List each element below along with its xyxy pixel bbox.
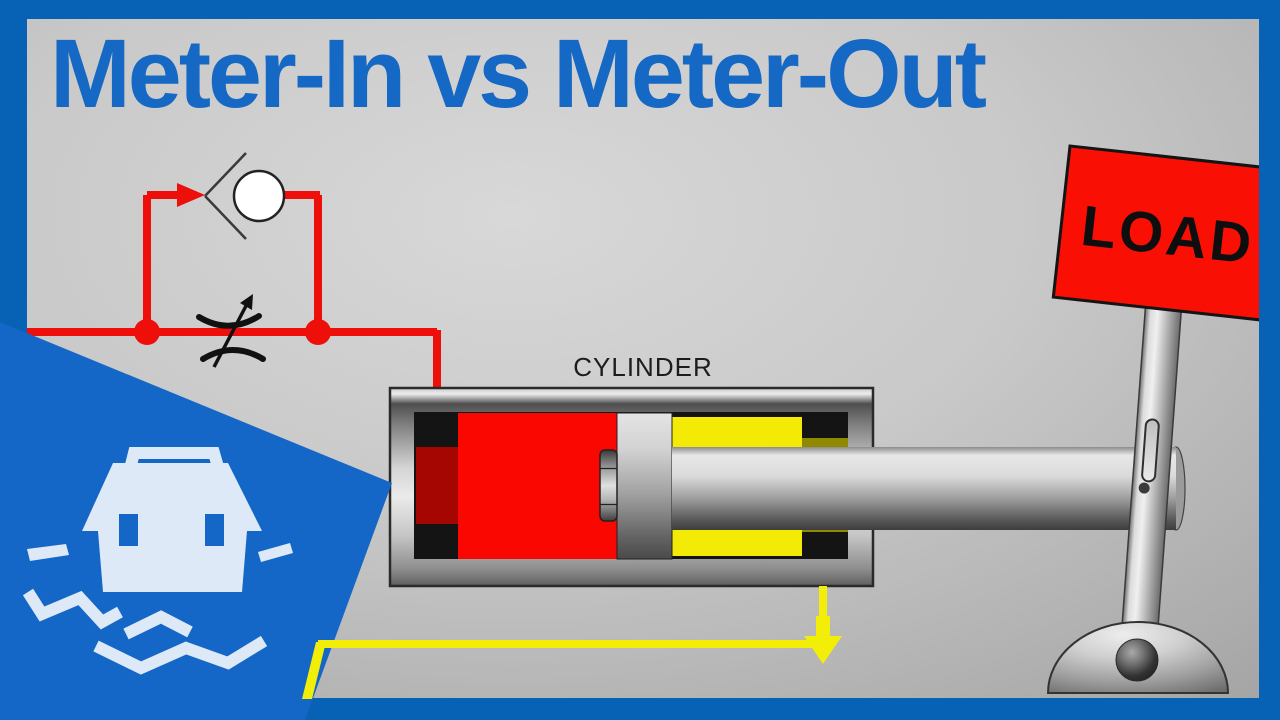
- page-title: Meter-In vs Meter-Out: [50, 19, 987, 128]
- flow-control-adjust-arrow-shaft: [212, 303, 249, 368]
- pressure-fluid-dark-strip: [416, 447, 458, 524]
- return-arrow-shaft: [816, 616, 830, 638]
- bypass-top-line-right: [284, 191, 320, 199]
- load-sign: LOAD: [1051, 144, 1280, 323]
- flow-control-adjust-arrow-head: [240, 294, 253, 310]
- cylinder-label: CYLINDER: [573, 352, 712, 382]
- piston: [616, 412, 673, 560]
- toolbox-body: [98, 531, 247, 592]
- piston-rod: [672, 446, 1186, 531]
- toolbox-latch-right: [205, 514, 224, 546]
- return-line-circuit: [302, 586, 842, 699]
- junction-dot-left: [134, 319, 160, 345]
- frame-right: [1259, 0, 1280, 720]
- flow-control-lower-arc: [200, 347, 266, 362]
- supply-drop-to-cylinder: [433, 330, 441, 390]
- toolbox-strokes: [22, 447, 268, 675]
- toolbox-latch-left: [119, 514, 138, 546]
- gear-dash-right: [258, 543, 293, 562]
- gear-zigzag-left: [22, 588, 123, 630]
- check-valve-seat: [204, 152, 247, 240]
- rod-pin: [1138, 482, 1150, 494]
- flow-arrow-right-icon: [177, 183, 205, 207]
- ball-joint: [1115, 638, 1159, 682]
- bypass-right-riser: [314, 195, 322, 332]
- junction-dot-right: [305, 319, 331, 345]
- hydraulic-cylinder: [388, 386, 875, 588]
- bypass-left-riser: [143, 195, 151, 332]
- supply-line-circuit: [20, 183, 441, 390]
- return-fluid-top-band: [672, 417, 802, 447]
- gear-zigzag-bottom: [93, 635, 268, 675]
- lever-slot: [1141, 418, 1160, 483]
- check-valve-icon: [204, 152, 286, 240]
- piston-face-boss: [599, 449, 618, 522]
- frame-bottom: [0, 698, 1280, 720]
- piston-boss-seams: [600, 467, 617, 506]
- check-valve-ball: [232, 169, 286, 223]
- return-side-fluid: [672, 417, 802, 556]
- return-main-line: [318, 640, 823, 648]
- pressure-side-fluid: [458, 413, 617, 559]
- toolbox-handle: [121, 447, 228, 483]
- lever-pivot-base: [1046, 621, 1230, 694]
- return-fluid-bottom-band: [672, 530, 802, 556]
- return-drop-from-cylinder: [819, 586, 827, 620]
- return-line-left-drop: [302, 642, 326, 699]
- gear-chevron-mid: [123, 610, 193, 640]
- bypass-top-line-left: [147, 191, 177, 199]
- toolbox-latches: [119, 514, 224, 546]
- variable-flow-control-valve-icon: [196, 294, 266, 368]
- return-stripe-top: [802, 438, 848, 449]
- supply-main-line: [20, 328, 437, 336]
- rod-shaft: [672, 447, 1176, 530]
- frame-top: [0, 0, 1280, 19]
- gear-dash-left: [27, 544, 69, 561]
- flow-control-upper-arc: [196, 313, 262, 329]
- toolbox-gear-logo-icon: [22, 447, 293, 675]
